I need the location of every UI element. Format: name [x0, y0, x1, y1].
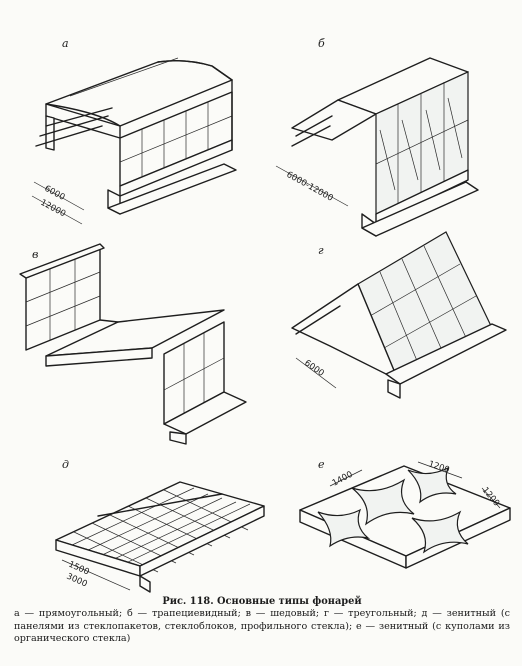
- panel-b-trapezoidal-skylight: б 6000-12000: [275, 37, 479, 237]
- caption-text: а — прямоугольный; б — трапециевидный; в…: [14, 608, 510, 645]
- figure-caption: Рис. 118. Основные типы фонарей а — прям…: [14, 596, 510, 646]
- caption-title: Рис. 118. Основные типы фонарей: [162, 596, 362, 607]
- skylight-types-figure: а 6000 12000 б: [19, 37, 511, 593]
- panel-b-label: б: [318, 37, 325, 50]
- panel-d-zenith-panel-skylight: д 1500 3000: [55, 458, 265, 593]
- panel-b-dim-1: 6000-12000: [285, 170, 335, 204]
- panel-g-dim-1: 6000: [302, 358, 325, 379]
- panel-e-label: е: [318, 458, 325, 471]
- panel-a-dim-2: 12000: [39, 198, 68, 220]
- panel-g-label: г: [318, 244, 324, 257]
- panel-v-label: в: [32, 248, 38, 261]
- panel-e-dim-1: 1400: [331, 470, 355, 489]
- panel-a-label: а: [62, 37, 69, 50]
- panel-d-label: д: [62, 458, 69, 471]
- panel-v-sawtooth-skylight: в: [19, 243, 247, 445]
- panel-a-rectangular-skylight: а 6000 12000: [31, 37, 237, 225]
- panel-e-zenith-dome-skylight: е 1400 1200 1200: [299, 458, 511, 569]
- panel-g-triangular-skylight: г 6000: [291, 231, 507, 399]
